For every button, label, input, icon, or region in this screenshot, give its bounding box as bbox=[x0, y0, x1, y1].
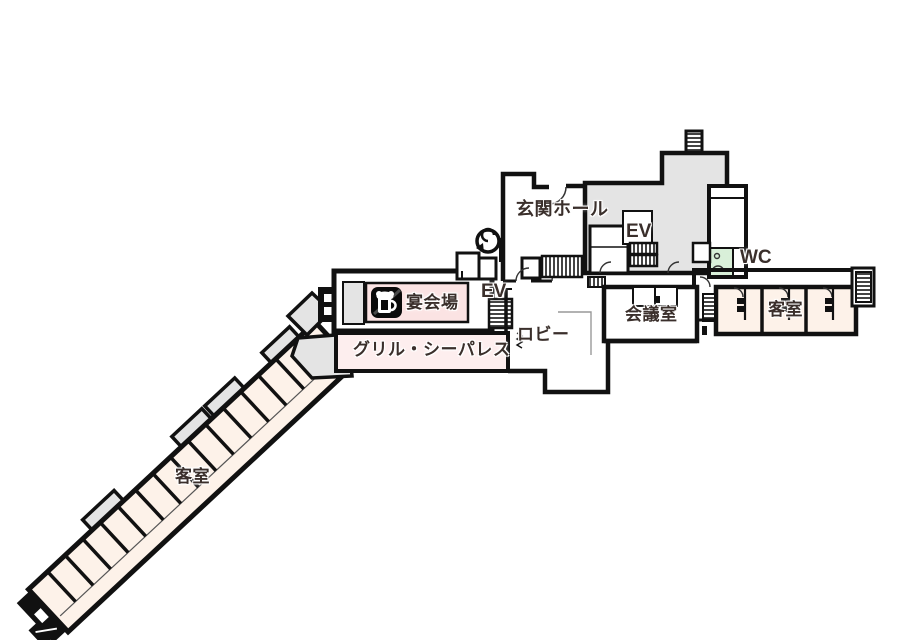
beer-mug-icon bbox=[371, 287, 402, 318]
meeting-room-label: 会議室 bbox=[625, 305, 678, 324]
banquet-hall-label: 宴会場 bbox=[406, 293, 459, 312]
guest-rooms-wing-label: 客室 bbox=[175, 467, 210, 486]
door-arc bbox=[699, 276, 711, 288]
elevator-shaft bbox=[628, 253, 659, 268]
guest-rooms-east-label: 客室 bbox=[768, 300, 803, 319]
annex-rooms bbox=[455, 251, 542, 281]
entrance-steps bbox=[540, 254, 584, 279]
wing-end-stairs bbox=[16, 590, 67, 640]
wc-fixture bbox=[713, 252, 721, 260]
door-arc bbox=[599, 261, 680, 274]
door-arc bbox=[733, 287, 833, 298]
zigzag-stair-mark bbox=[515, 332, 524, 349]
shaft-slot bbox=[324, 294, 333, 302]
entrance-hall-label: 玄関ホール bbox=[516, 199, 609, 219]
banquet-alcove bbox=[342, 281, 365, 325]
wc-label: WC bbox=[740, 247, 772, 268]
stairs-hatch-icon bbox=[702, 293, 716, 322]
small-steps bbox=[587, 276, 606, 288]
stairs-hatch-icon bbox=[487, 297, 514, 330]
banquet-hall bbox=[331, 268, 495, 334]
grill-restaurant bbox=[334, 331, 611, 395]
stairs-hatch-icon bbox=[855, 271, 872, 303]
meeting-room bbox=[601, 284, 700, 344]
spiral-staircase-icon bbox=[475, 227, 501, 254]
shaft-slot bbox=[324, 307, 333, 315]
wall-stub bbox=[702, 326, 707, 335]
room-dividers bbox=[47, 342, 323, 603]
corridor-line bbox=[59, 353, 342, 617]
entrance-hall bbox=[475, 171, 606, 288]
elevator-upper-label: EV bbox=[626, 221, 652, 242]
elevator-lower-label: EV bbox=[481, 281, 507, 302]
side-room bbox=[691, 241, 712, 264]
grill-restaurant-label: グリル・シーパレス bbox=[353, 340, 511, 359]
fixture bbox=[654, 296, 660, 303]
door-arc bbox=[548, 186, 567, 205]
inner-room bbox=[588, 224, 630, 275]
lobby-south-step bbox=[508, 341, 611, 395]
entrance-building bbox=[582, 129, 730, 276]
lobby-label: ロビー bbox=[517, 325, 570, 344]
guest-wing bbox=[16, 318, 359, 640]
bathroom-fixtures bbox=[737, 288, 835, 320]
elevator-shaft bbox=[628, 241, 659, 256]
lobby-inner-line bbox=[558, 311, 592, 355]
elevator-lobby bbox=[622, 210, 653, 245]
guest-rooms-east bbox=[692, 266, 876, 337]
